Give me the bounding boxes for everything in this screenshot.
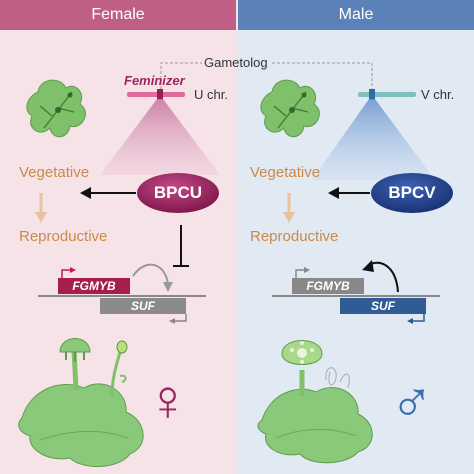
female-symbol: ♀ bbox=[146, 368, 190, 433]
female-vegetative-thallus-icon bbox=[26, 79, 86, 138]
v-chromosome bbox=[358, 92, 416, 97]
female-panel-title: Female bbox=[91, 6, 145, 23]
bpcu-oval bbox=[137, 173, 219, 213]
male-header-bg bbox=[238, 0, 474, 30]
female-header-bg bbox=[0, 0, 236, 30]
bpcu-to-vegetative-arrow bbox=[80, 187, 136, 199]
female-reproductive-plant-icon bbox=[18, 338, 144, 468]
male-fgmyb-label: FGMYB bbox=[306, 279, 350, 293]
female-expression-beam bbox=[100, 99, 220, 175]
male-panel-title: Male bbox=[338, 6, 374, 23]
male-expression-beam bbox=[312, 99, 435, 180]
female-gene-locus bbox=[38, 263, 206, 324]
female-fgmyb-label: FGMYB bbox=[72, 279, 116, 293]
feminizer-label: Feminizer bbox=[124, 73, 185, 88]
male-vegetative-thallus-icon bbox=[260, 79, 320, 138]
male-suf-label: SUF bbox=[371, 299, 395, 313]
bpcv-label: BPCV bbox=[388, 183, 436, 202]
bpcv-to-vegetative-arrow bbox=[328, 187, 370, 199]
female-vegetative-label: Vegetative bbox=[19, 164, 90, 181]
male-transition-arrow bbox=[283, 193, 295, 223]
male-gene-locus bbox=[272, 260, 440, 324]
male-reproductive-plant-icon bbox=[257, 340, 373, 464]
feminizer-locus bbox=[157, 89, 163, 100]
male-panel-bg bbox=[237, 0, 474, 474]
v-chromosome-label: V chr. bbox=[421, 87, 455, 102]
male-symbol: ♂ bbox=[390, 370, 434, 435]
female-reproductive-label: Reproductive bbox=[19, 228, 108, 245]
female-transition-arrow bbox=[35, 193, 47, 223]
male-reproductive-label: Reproductive bbox=[250, 228, 339, 245]
female-suf-label: SUF bbox=[131, 299, 155, 313]
bpcu-label: BPCU bbox=[153, 183, 203, 202]
gametolog-bracket bbox=[160, 62, 373, 89]
bpcv-oval bbox=[371, 173, 453, 213]
bpcu-inhibits-suf bbox=[173, 225, 189, 267]
male-vegetative-label: Vegetative bbox=[250, 164, 321, 181]
u-chromosome bbox=[127, 92, 185, 97]
gametolog-label: Gametolog bbox=[204, 55, 268, 70]
u-chromosome-label: U chr. bbox=[194, 87, 228, 102]
bpcv-locus bbox=[369, 89, 375, 100]
